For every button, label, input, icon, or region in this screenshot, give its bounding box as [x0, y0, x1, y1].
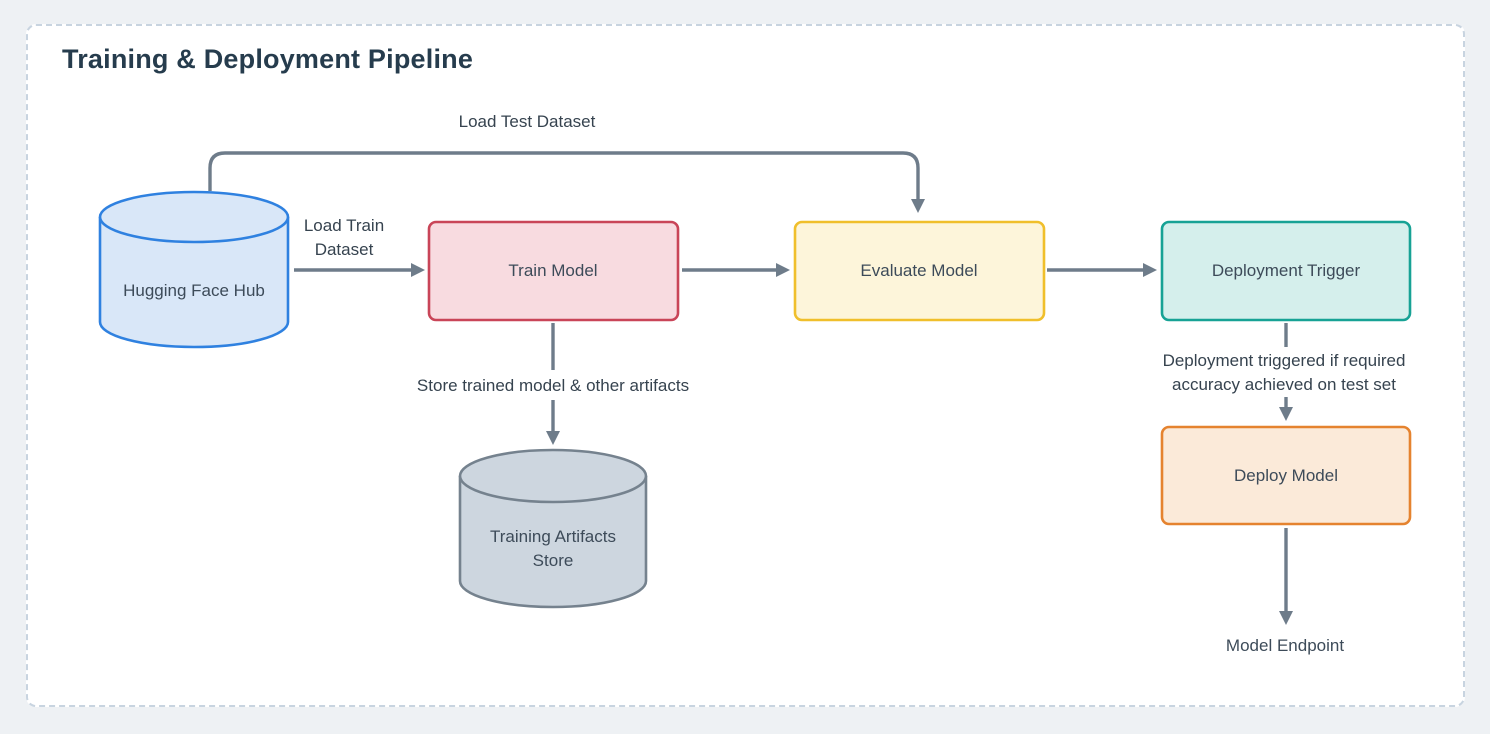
edge-arrowhead — [1279, 407, 1293, 421]
label-line: Training Artifacts — [490, 527, 616, 546]
cylinder-body — [458, 476, 648, 609]
label-line: Store — [532, 551, 574, 570]
label-line: Deployment triggered if required — [1162, 351, 1406, 370]
evaluate-model-label: Evaluate Model — [860, 261, 978, 280]
deploy-model-label: Deploy Model — [1234, 466, 1338, 485]
edge-arrowhead — [1279, 611, 1293, 625]
edge-arrowhead — [546, 431, 560, 445]
diagram-title: Training & Deployment Pipeline — [62, 44, 474, 74]
deployment-trigger-box — [1160, 220, 1412, 322]
edge-load-train-dataset — [294, 263, 425, 277]
edge-load-test-dataset — [208, 151, 925, 213]
edge-deploy-condition — [1279, 323, 1293, 421]
hugging-face-hub-label: Hugging Face Hub — [123, 281, 265, 300]
label-line: Dataset — [314, 240, 374, 259]
edge-arrowhead — [411, 263, 425, 277]
edge-train-to-evaluate — [682, 263, 790, 277]
label-line: accuracy achieved on test set — [1172, 375, 1396, 394]
edge-arrowhead — [911, 199, 925, 213]
deployment-trigger-label: Deployment Trigger — [1211, 261, 1361, 280]
edge-deploy-to-endpoint — [1279, 528, 1293, 625]
edge-store-artifacts — [546, 323, 560, 445]
cylinder-body — [98, 217, 290, 349]
cylinder-top — [458, 448, 648, 504]
train-model-box — [427, 220, 680, 322]
store-artifacts-label: Store trained model & other artifacts — [416, 376, 690, 395]
deploy-condition-label: Deployment triggered if required accurac… — [1163, 349, 1406, 397]
edge-line — [208, 151, 920, 199]
load-test-dataset-label: Load Test Dataset — [458, 112, 596, 131]
train-model-label: Train Model — [508, 261, 598, 280]
label-line: Load Train — [303, 216, 385, 235]
edge-arrowhead — [776, 263, 790, 277]
cylinder-top — [98, 190, 290, 244]
hugging-face-hub-cylinder — [98, 190, 290, 349]
edge-evaluate-to-trigger — [1047, 263, 1157, 277]
training-artifacts-store-cylinder — [458, 448, 648, 609]
training-artifacts-store-label: Training Artifacts Store — [490, 525, 616, 573]
edge-arrowhead — [1143, 263, 1157, 277]
diagram-frame — [26, 24, 1465, 707]
deploy-model-box — [1160, 425, 1412, 526]
load-train-dataset-label: Load Train Dataset — [304, 214, 384, 262]
evaluate-model-box — [793, 220, 1046, 322]
model-endpoint-label: Model Endpoint — [1225, 636, 1345, 655]
